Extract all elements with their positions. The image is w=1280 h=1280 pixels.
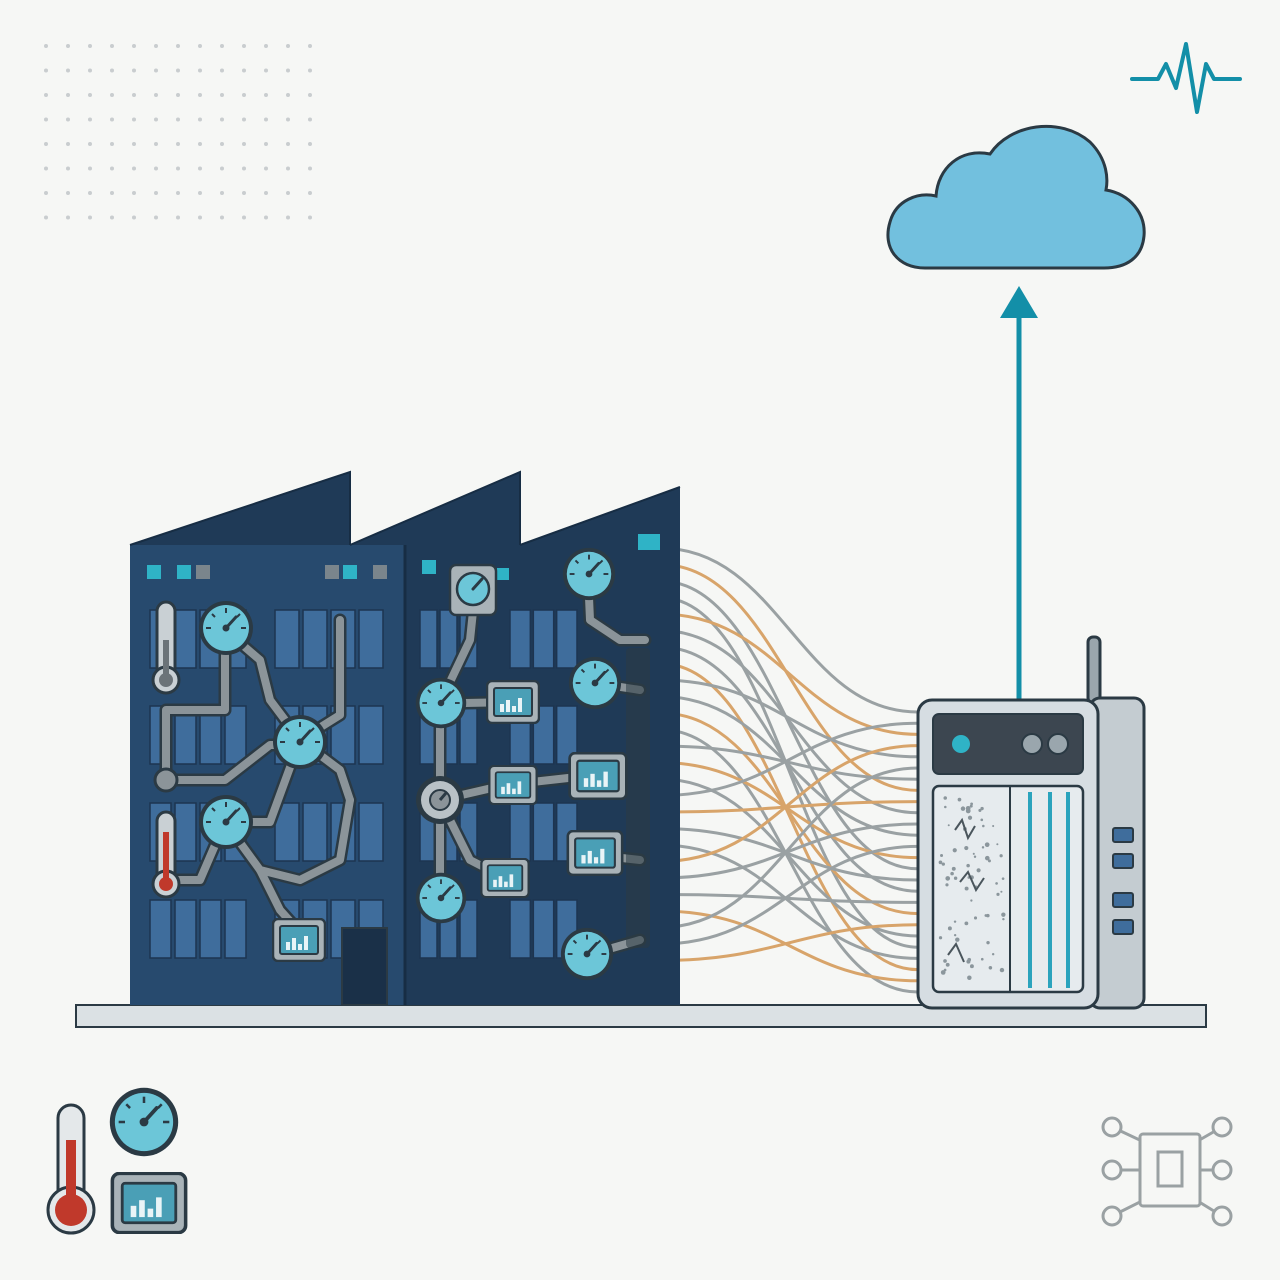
pressure-gauge-icon [414,871,468,925]
status-lights [147,534,660,580]
pressure-gauge-icon [197,599,255,657]
edge-gateway-device-icon [916,635,1146,1010]
factory-building-icon [129,470,681,1006]
thermometer-icon [151,810,181,899]
bar-chart-monitor-icon [480,858,530,898]
pressure-gauge-icon [561,546,617,602]
cloud-icon [886,124,1146,270]
pressure-gauge-icon [271,713,329,771]
circuit-chip-icon [1101,1116,1233,1227]
bar-chart-monitor-icon [566,830,624,876]
pressure-gauge-icon [107,1085,181,1159]
bar-chart-monitor-icon [110,1172,188,1234]
thermometer-icon [151,600,181,695]
pipe-junction [153,767,179,793]
bar-chart-monitor-icon [568,752,628,800]
pressure-gauge-icon [197,793,255,851]
pressure-gauge-icon [414,676,468,730]
cable-connector-block [626,648,650,948]
dot-grid-pattern [44,44,312,220]
bar-chart-monitor-icon [488,765,538,805]
valve-dial-icon [416,776,464,824]
bar-chart-monitor-icon [486,680,540,724]
bar-chart-monitor-icon [272,918,326,962]
upload-arrow [1000,286,1038,702]
factory-door [341,927,388,1006]
heartbeat-pulse-icon [1130,42,1242,114]
data-cable-bundle [659,546,919,994]
pressure-gauge-icon [559,926,615,982]
thermometer-icon [46,1103,96,1235]
pressure-gauge-icon [448,563,498,617]
pressure-gauge-icon [567,655,623,711]
